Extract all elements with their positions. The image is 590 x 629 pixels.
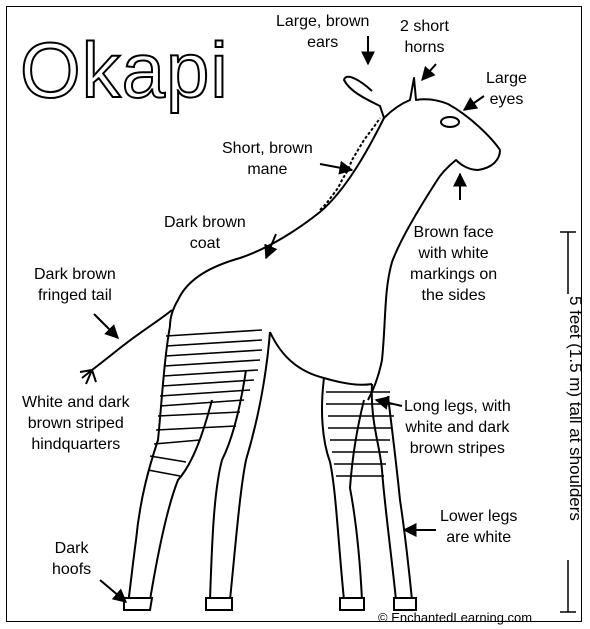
okapi-belly (270, 332, 372, 385)
label-hoofs: Dark hoofs (52, 538, 91, 580)
label-mane: Short, brown mane (222, 138, 313, 180)
arrow-hoofs (100, 580, 126, 602)
okapi-tail (92, 310, 172, 370)
arrow-mane (320, 164, 352, 170)
okapi-foreleg-left (322, 378, 344, 600)
credit-text: © EnchantedLearning.com (378, 610, 532, 625)
label-legs: Long legs, with white and dark brown str… (404, 396, 511, 459)
okapi-hindleg-left (128, 326, 170, 604)
callout-arrows (94, 36, 484, 602)
label-ears: Large, brown ears (276, 11, 369, 53)
label-hindquarters: White and dark brown striped hindquarter… (22, 392, 130, 455)
label-lower-legs: Lower legs are white (440, 506, 517, 548)
label-face: Brown face with white markings on the si… (410, 222, 497, 306)
label-horns: 2 short horns (400, 16, 449, 58)
okapi-hoofs (124, 598, 416, 610)
height-label: 5 feet (1.5 m) tall at shoulders (565, 296, 585, 521)
page-title: Okapi (20, 30, 229, 110)
okapi-stripes (148, 330, 394, 476)
label-eyes: Large eyes (486, 68, 527, 110)
label-tail: Dark brown fringed tail (34, 264, 116, 306)
arrow-eyes (464, 96, 484, 110)
okapi-head (344, 77, 500, 182)
label-coat: Dark brown coat (164, 212, 246, 254)
okapi-mane (320, 118, 380, 210)
okapi-hindleg-right (210, 370, 246, 600)
arrow-horns (422, 64, 436, 80)
okapi-eye (441, 117, 459, 127)
arrow-tail (94, 314, 118, 338)
